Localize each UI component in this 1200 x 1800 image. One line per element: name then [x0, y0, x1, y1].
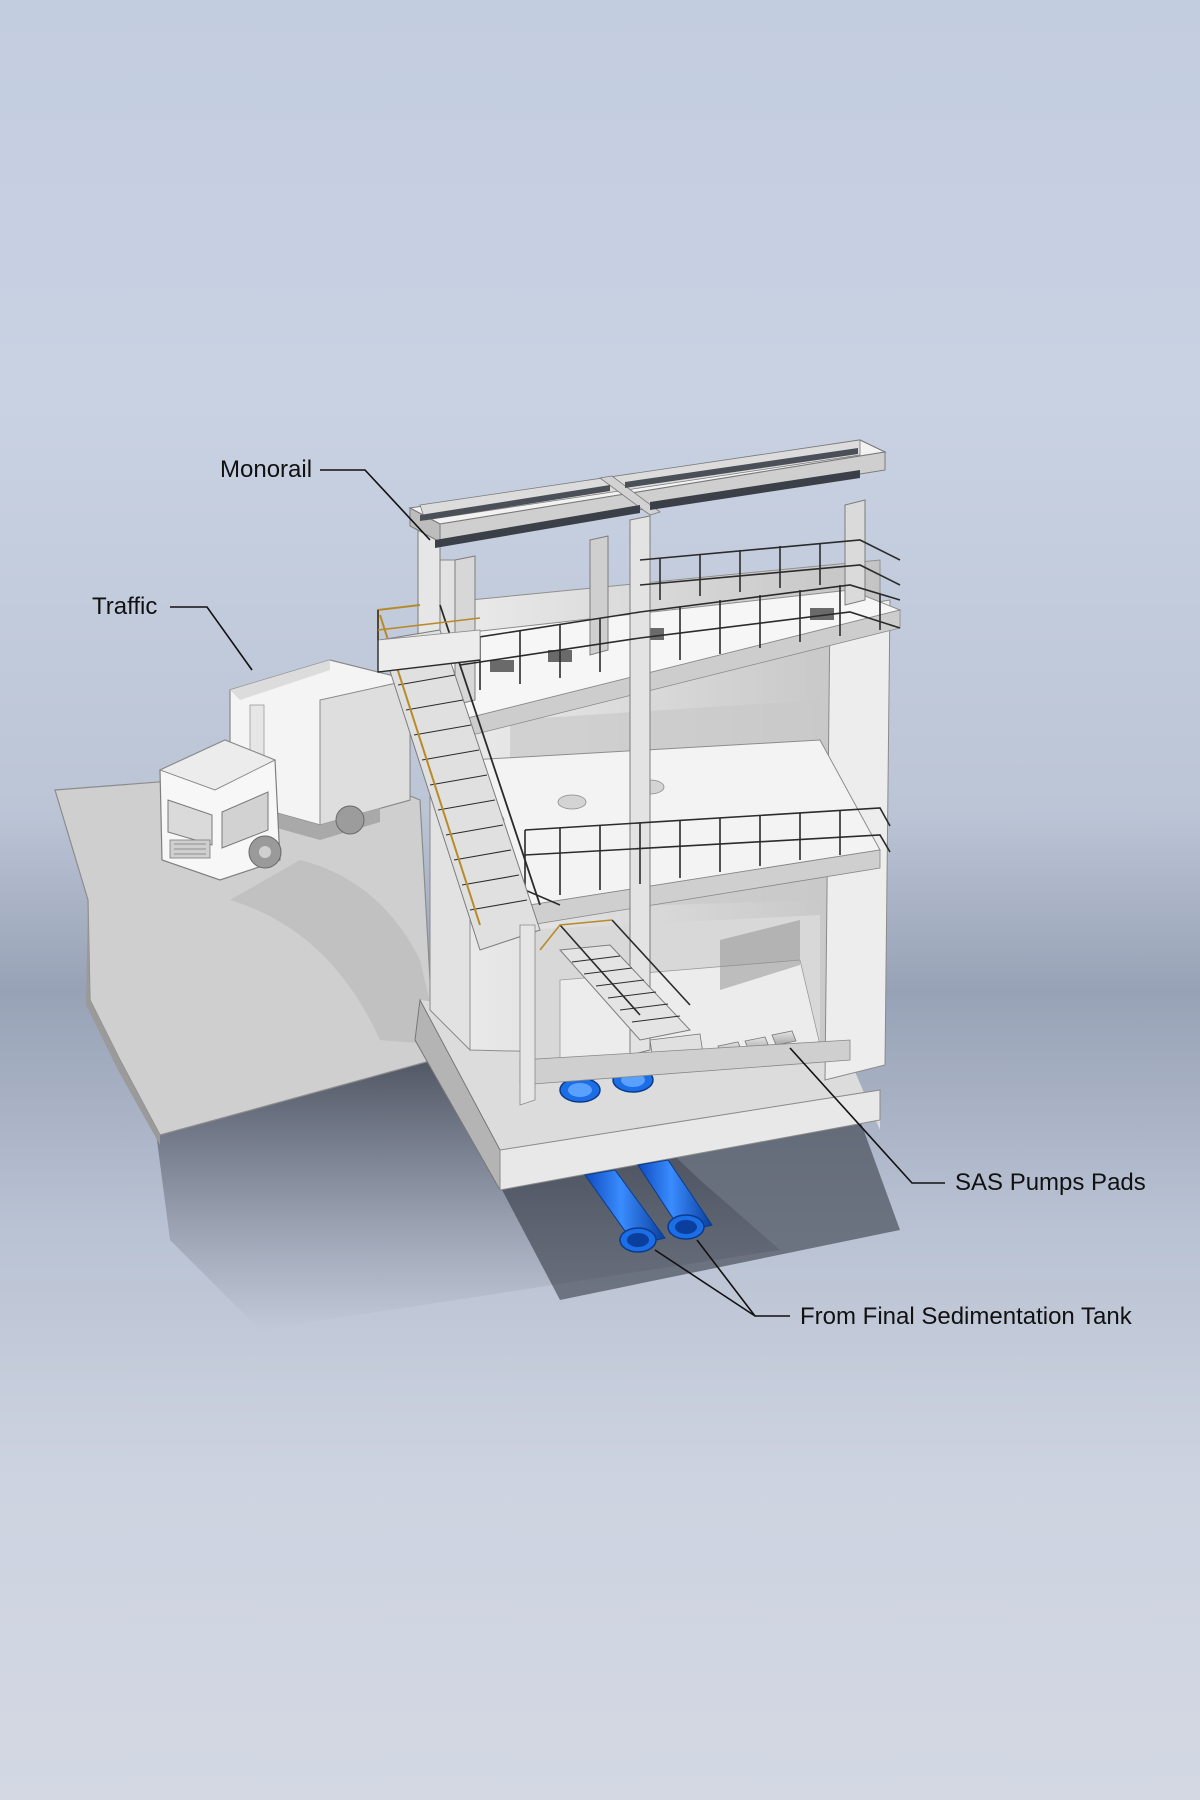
leader-line-sas-pumps-pads — [789, 1047, 945, 1184]
main-staircase — [377, 604, 541, 951]
truck — [158, 659, 411, 881]
callout-sas-pumps-pads: SAS Pumps Pads — [789, 1047, 1146, 1196]
callout-label-sas-pumps-pads: SAS Pumps Pads — [955, 1169, 1146, 1196]
callout-traffic: Traffic — [92, 593, 253, 671]
incoming-pipes — [584, 1159, 713, 1253]
leader-line-traffic — [170, 606, 253, 671]
middle-handrail — [524, 807, 891, 906]
lower-staircase — [539, 919, 691, 1041]
callout-from-final-sedimentation-tank: From Final Sedimentation Tank — [654, 1239, 1133, 1330]
upper-handrail — [459, 539, 901, 690]
access-road-slab — [54, 767, 471, 1145]
leader-line-monorail — [320, 469, 431, 541]
leader-line-pipe-right — [696, 1239, 756, 1317]
callout-label-traffic: Traffic — [92, 593, 157, 620]
pumping-station-building — [377, 439, 902, 1192]
callout-label-from-final-sedimentation-tank: From Final Sedimentation Tank — [800, 1303, 1133, 1330]
monorail-beams — [420, 448, 860, 548]
callout-label-monorail: Monorail — [220, 456, 312, 483]
callout-monorail: Monorail — [220, 456, 431, 541]
